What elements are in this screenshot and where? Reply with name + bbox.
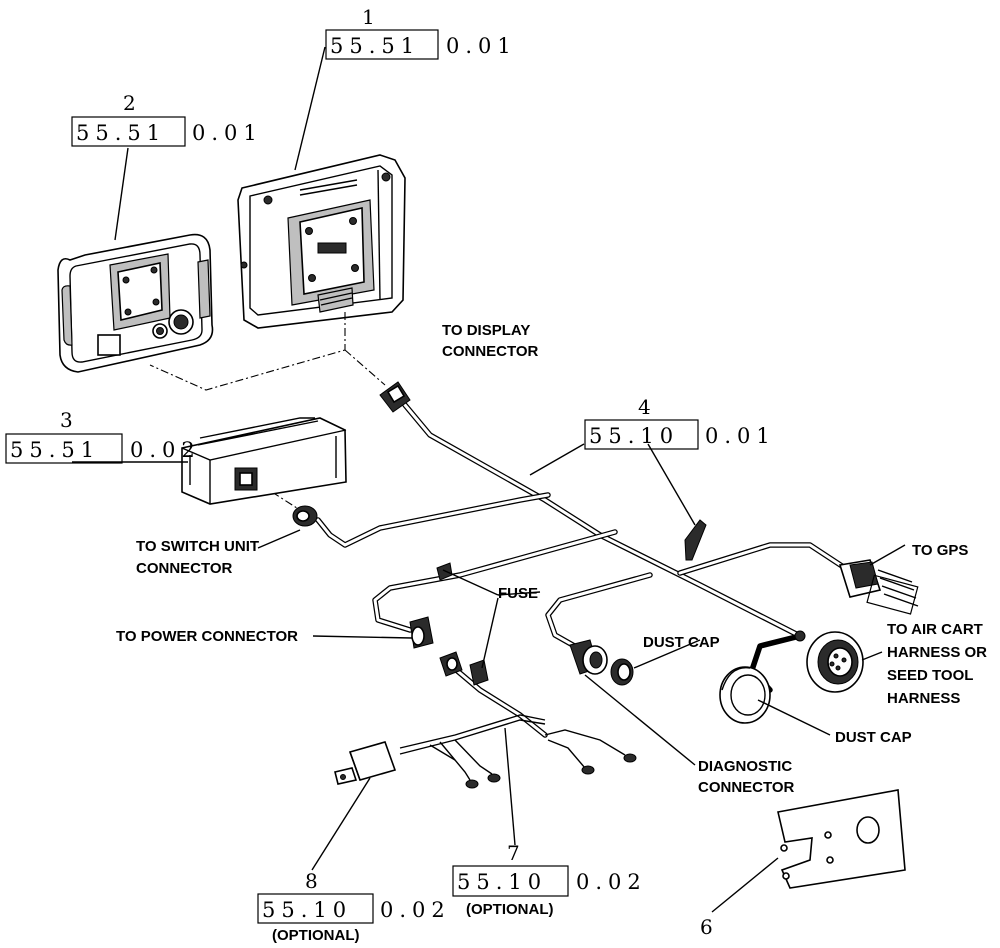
ref-suffix: 0.01 bbox=[192, 121, 263, 145]
item-number: 2 bbox=[123, 91, 136, 115]
switch-connection-line bbox=[271, 491, 301, 511]
ref-boxed: 55.51 bbox=[76, 121, 166, 145]
ref-boxed: 55.10 bbox=[589, 424, 679, 448]
ref-suffix: 0.01 bbox=[705, 424, 776, 448]
item-4-label: 4 55.10 0.01 bbox=[584, 395, 776, 450]
callout-to-air-cart: TO AIR CART HARNESS OR SEED TOOL HARNESS bbox=[887, 621, 987, 707]
display-connection-line-2 bbox=[344, 349, 386, 386]
item-number: 3 bbox=[60, 408, 73, 432]
callout-line: TO AIR CART bbox=[887, 621, 983, 638]
item-1-label: 1 55.51 0.01 bbox=[325, 5, 517, 60]
item-2-label: 2 55.51 0.01 bbox=[71, 91, 263, 147]
item-3-label: 3 55.51 0.02 bbox=[5, 408, 201, 464]
callout-to-gps: TO GPS bbox=[912, 542, 968, 559]
item-number: 7 bbox=[507, 841, 520, 865]
optional-note: (OPTIONAL) bbox=[466, 901, 554, 918]
optional-harness bbox=[334, 651, 637, 789]
optional-note: (OPTIONAL) bbox=[272, 927, 360, 944]
callout-line: CONNECTOR bbox=[136, 560, 233, 577]
ref-boxed: 55.51 bbox=[330, 34, 420, 58]
bracket bbox=[777, 789, 906, 889]
item-number: 1 bbox=[362, 5, 375, 29]
item-8-label: 8 55.10 0.02 (OPTIONAL) bbox=[257, 869, 451, 944]
callout-line: CONNECTOR bbox=[442, 343, 539, 360]
callout-to-power-connector: TO POWER CONNECTOR bbox=[116, 628, 298, 645]
callout-line: TO SWITCH UNIT bbox=[136, 538, 259, 555]
item-7-label: 7 55.10 0.02 (OPTIONAL) bbox=[452, 841, 647, 918]
ref-suffix: 0.01 bbox=[446, 34, 517, 58]
ref-suffix: 0.02 bbox=[380, 898, 451, 922]
main-harness bbox=[292, 381, 919, 724]
display-unit-large bbox=[237, 154, 406, 329]
item-number: 8 bbox=[305, 869, 318, 893]
callout-line: TO DISPLAY bbox=[442, 322, 530, 339]
ref-boxed: 55.10 bbox=[457, 870, 547, 894]
callout-to-display-connector: TO DISPLAY CONNECTOR bbox=[442, 322, 539, 360]
ref-suffix: 0.02 bbox=[130, 438, 201, 462]
callout-dust-cap-large: DUST CAP bbox=[835, 729, 912, 746]
ref-boxed: 55.10 bbox=[262, 898, 352, 922]
callout-line: DIAGNOSTIC bbox=[698, 758, 792, 775]
callout-dust-cap-small: DUST CAP bbox=[643, 634, 720, 651]
callout-line: CONNECTOR bbox=[698, 779, 795, 796]
callout-line: HARNESS bbox=[887, 690, 960, 707]
ref-suffix: 0.02 bbox=[576, 870, 647, 894]
callout-diagnostic-connector: DIAGNOSTIC CONNECTOR bbox=[698, 758, 795, 796]
callout-line: HARNESS OR bbox=[887, 644, 987, 661]
callout-fuse: FUSE bbox=[498, 585, 538, 602]
display-connection-line bbox=[149, 312, 346, 391]
leader-lines bbox=[72, 46, 906, 913]
switch-unit bbox=[181, 417, 347, 505]
display-unit-small bbox=[57, 233, 214, 373]
callout-to-switch-unit-connector: TO SWITCH UNIT CONNECTOR bbox=[136, 538, 259, 577]
item-number: 4 bbox=[638, 395, 651, 419]
ref-boxed: 55.51 bbox=[10, 438, 100, 462]
item-number: 6 bbox=[700, 915, 713, 939]
callout-line: SEED TOOL bbox=[887, 667, 973, 684]
item-6-label: 6 bbox=[700, 915, 713, 939]
